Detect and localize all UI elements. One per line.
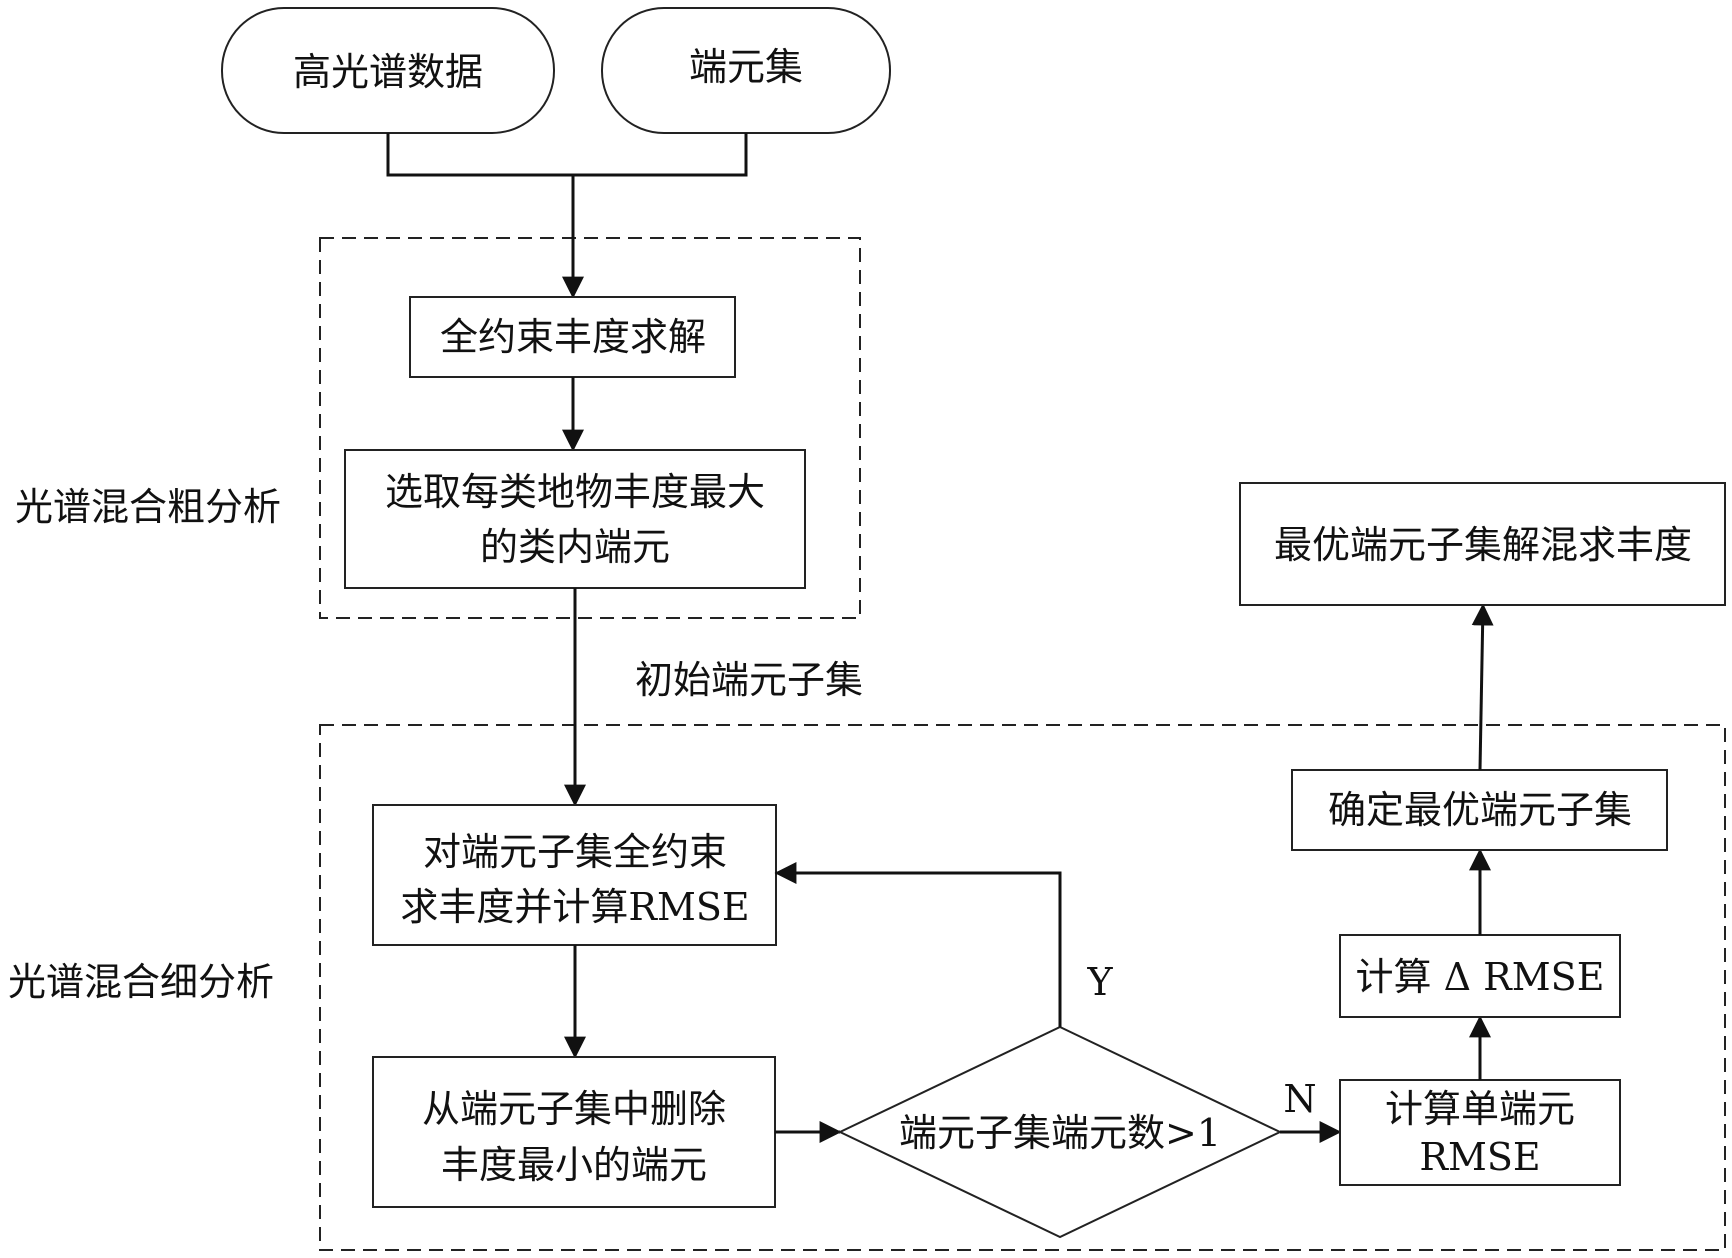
select-max-node xyxy=(344,449,806,589)
fine-analysis-group xyxy=(319,724,1726,1251)
optimal-unmix-node xyxy=(1239,482,1726,606)
decision-label: 端元子集端元数>1 xyxy=(899,1111,1221,1155)
yes-label: Y xyxy=(1086,960,1113,1004)
initial-subset-label: 初始端元子集 xyxy=(635,658,863,702)
optimal-unmix-label: 最优端元子集解混求丰度 xyxy=(1274,523,1692,567)
single-rmse-label-line1: 计算单端元 xyxy=(1385,1087,1575,1131)
fcls-solve-label: 全约束丰度求解 xyxy=(440,315,706,359)
no-label: N xyxy=(1283,1077,1316,1121)
decision-node xyxy=(837,1025,1283,1239)
single-rmse-label-line2: RMSE xyxy=(1419,1135,1540,1179)
delta-rmse-label: 计算 Δ RMSE xyxy=(1356,955,1605,999)
yes-loop-arrow xyxy=(774,862,1062,1027)
fcls-subset-label-line1: 对端元子集全约束 xyxy=(423,830,727,874)
select-max-label-line1: 选取每类地物丰度最大 xyxy=(385,470,765,514)
arrow-to-optimal-unmix xyxy=(1471,603,1494,771)
fcls-subset-label-line2: 求丰度并计算RMSE xyxy=(400,885,749,929)
delete-min-node xyxy=(372,1056,776,1208)
optimal-subset-node xyxy=(1291,769,1668,851)
single-rmse-node xyxy=(1339,1079,1621,1186)
select-max-label-line2: 的类内端元 xyxy=(480,525,670,569)
merge-connector xyxy=(386,133,748,177)
input-endmembers-label: 端元集 xyxy=(689,45,803,89)
coarse-analysis-group xyxy=(319,237,861,619)
fine-analysis-label: 光谱混合细分析 xyxy=(8,960,274,1004)
input-hyperspectral-label: 高光谱数据 xyxy=(293,50,483,94)
coarse-analysis-label: 光谱混合粗分析 xyxy=(15,485,281,529)
delete-min-label-line2: 丰度最小的端元 xyxy=(441,1143,707,1187)
delta-rmse-node xyxy=(1339,934,1621,1018)
optimal-subset-label: 确定最优端元子集 xyxy=(1328,788,1632,832)
fcls-solve-node xyxy=(409,296,736,378)
delete-min-label-line1: 从端元子集中删除 xyxy=(422,1087,726,1131)
